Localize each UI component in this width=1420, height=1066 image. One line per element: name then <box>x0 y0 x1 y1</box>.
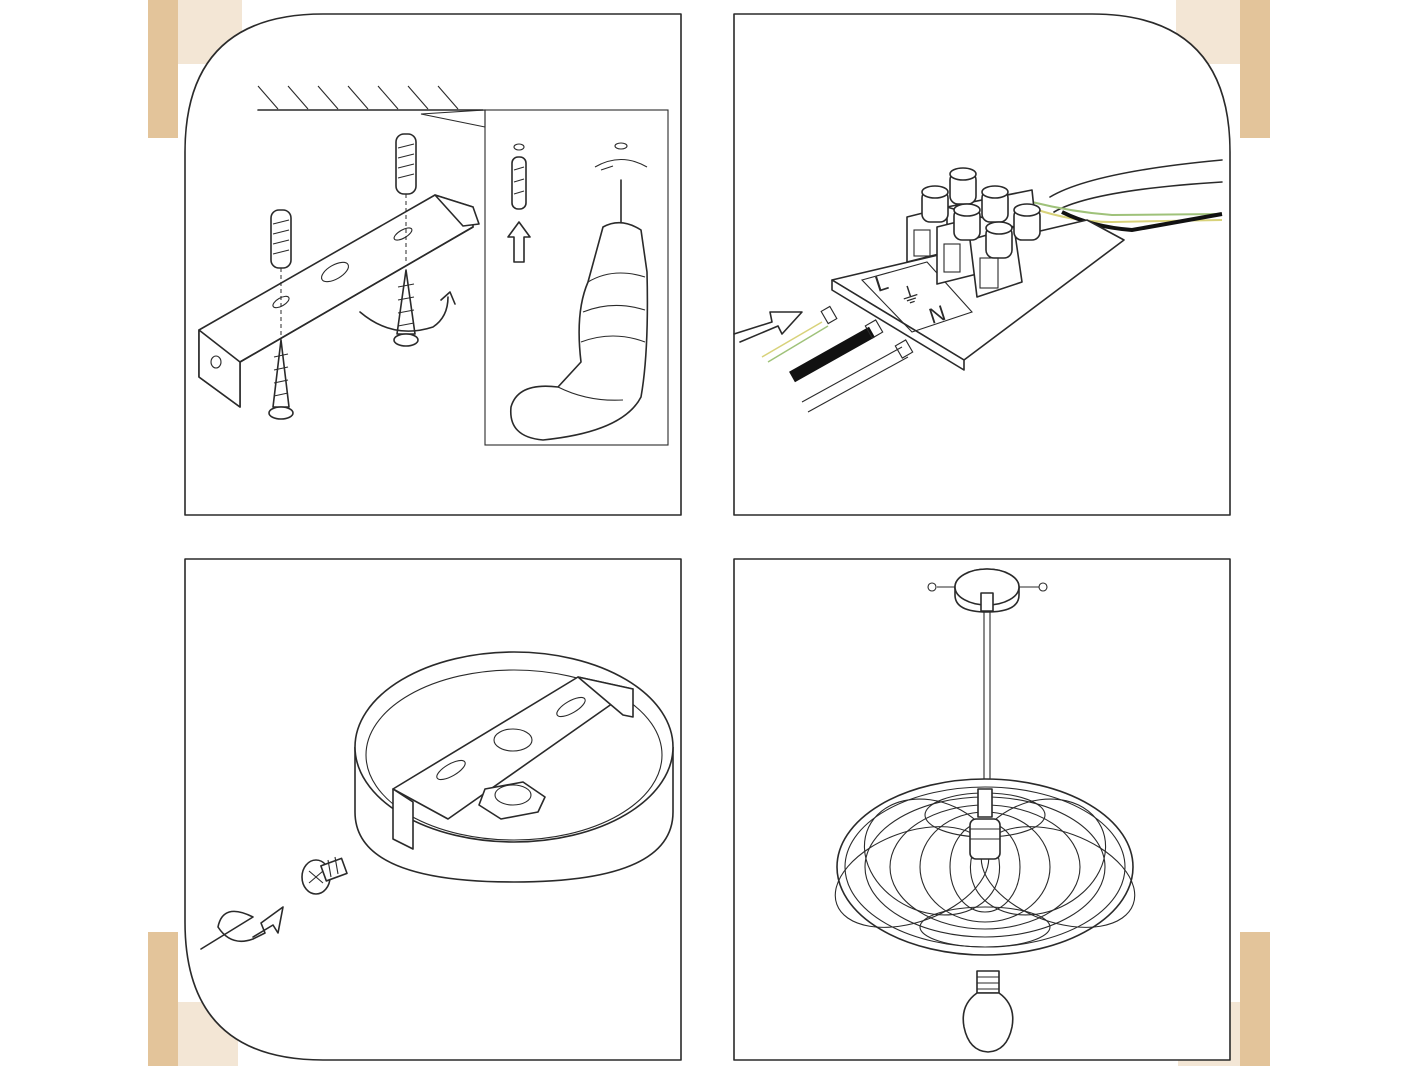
woven-shade-icon <box>834 778 1136 956</box>
corner-decor-bottom-left <box>148 932 178 1066</box>
corner-decor-top-left <box>148 0 178 138</box>
panel-attach-canopy <box>183 557 684 1063</box>
rotate-arrow-icon <box>359 291 456 332</box>
mounting-bracket-icon <box>198 194 480 408</box>
panel-hang-pendant <box>732 557 1233 1063</box>
tighten-arrow-icon <box>200 906 284 950</box>
insert-arrow-icon <box>733 311 803 343</box>
panel-mount-bracket <box>183 12 684 517</box>
cord-icon <box>983 612 991 782</box>
canopy-icon <box>927 568 1048 613</box>
mains-cable-icon <box>1031 159 1223 233</box>
corner-decor-top-right <box>1240 0 1270 138</box>
panel-connect-wires: L ⏚ N <box>732 12 1233 517</box>
wall-anchor-icon <box>270 133 417 342</box>
terminal-label-neutral: N <box>926 300 949 329</box>
insert-anchor-icon <box>507 143 531 263</box>
light-bulb-icon <box>962 970 1014 1053</box>
screw-icon <box>268 269 419 420</box>
corner-decor-bottom-right <box>1240 932 1270 1066</box>
ceiling-icon <box>257 85 484 111</box>
canopy-icon <box>354 651 674 883</box>
loose-wires-icon <box>761 305 914 413</box>
terminal-block-icon <box>831 167 1125 371</box>
screw-icon <box>301 856 348 895</box>
drill-icon <box>510 142 649 441</box>
